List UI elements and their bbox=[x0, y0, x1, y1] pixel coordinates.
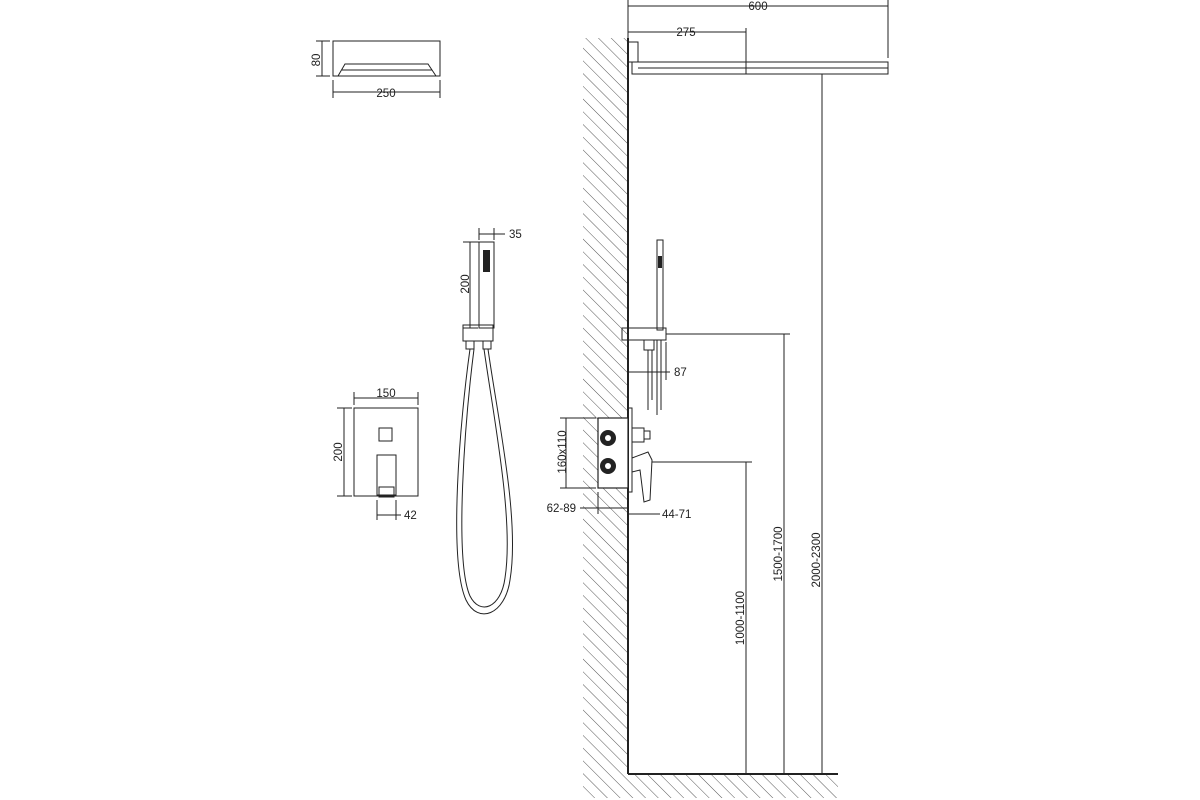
cover-plate-side bbox=[627, 407, 633, 493]
hand-shower-handle bbox=[478, 241, 495, 329]
rain-head-top-view: 80 250 bbox=[311, 40, 441, 100]
floor-hatch bbox=[583, 774, 838, 798]
rain-head-side-view: 600 275 bbox=[627, 0, 889, 75]
hand-shower-nozzle bbox=[483, 250, 490, 272]
hose-inner bbox=[461, 348, 508, 608]
lever-side bbox=[631, 451, 653, 503]
wall-holder bbox=[462, 324, 494, 342]
dim-box-size: 160x110 bbox=[557, 430, 569, 473]
dim-plate-width: 150 bbox=[376, 388, 395, 400]
mixer-lever bbox=[376, 454, 397, 496]
dim-holder-height: 1500-1700 bbox=[773, 527, 785, 582]
mixer-cover-plate bbox=[353, 407, 419, 497]
dim-plate-height: 200 bbox=[333, 442, 345, 461]
dim-mixer-height: 1000-1100 bbox=[735, 591, 747, 645]
dim-arm-length: 600 bbox=[748, 1, 767, 13]
height-dimensions: 1000-1100 1500-1700 2000-2300 bbox=[735, 74, 828, 775]
wall-section bbox=[583, 38, 838, 798]
dim-handshower-width: 35 bbox=[509, 229, 522, 241]
dim-rain-head-width: 250 bbox=[376, 88, 395, 100]
concealed-mixer-side-view: 160x110 62-89 44-71 bbox=[547, 407, 752, 521]
dim-rain-height: 2000-2300 bbox=[811, 533, 823, 588]
hose-outer bbox=[456, 348, 514, 615]
dim-lever-depth: 42 bbox=[404, 510, 417, 522]
dim-box-depth: 62-89 bbox=[547, 503, 576, 515]
mixer-box bbox=[597, 417, 629, 489]
rain-head-outline bbox=[332, 40, 441, 77]
diverter-knob bbox=[378, 427, 393, 442]
mixer-plate-front-view: 150 200 42 bbox=[333, 388, 419, 522]
dim-holder-projection: 87 bbox=[674, 367, 687, 379]
handshower-side-view: 87 bbox=[621, 239, 790, 415]
dim-rain-head-height: 80 bbox=[311, 54, 323, 67]
hand-shower-assembly: 200 35 bbox=[456, 228, 522, 615]
dim-lever-projection: 44-71 bbox=[662, 509, 691, 521]
dim-handshower-length: 200 bbox=[460, 274, 472, 293]
wall-hatch bbox=[583, 38, 628, 774]
dim-arm-offset: 275 bbox=[676, 27, 695, 39]
